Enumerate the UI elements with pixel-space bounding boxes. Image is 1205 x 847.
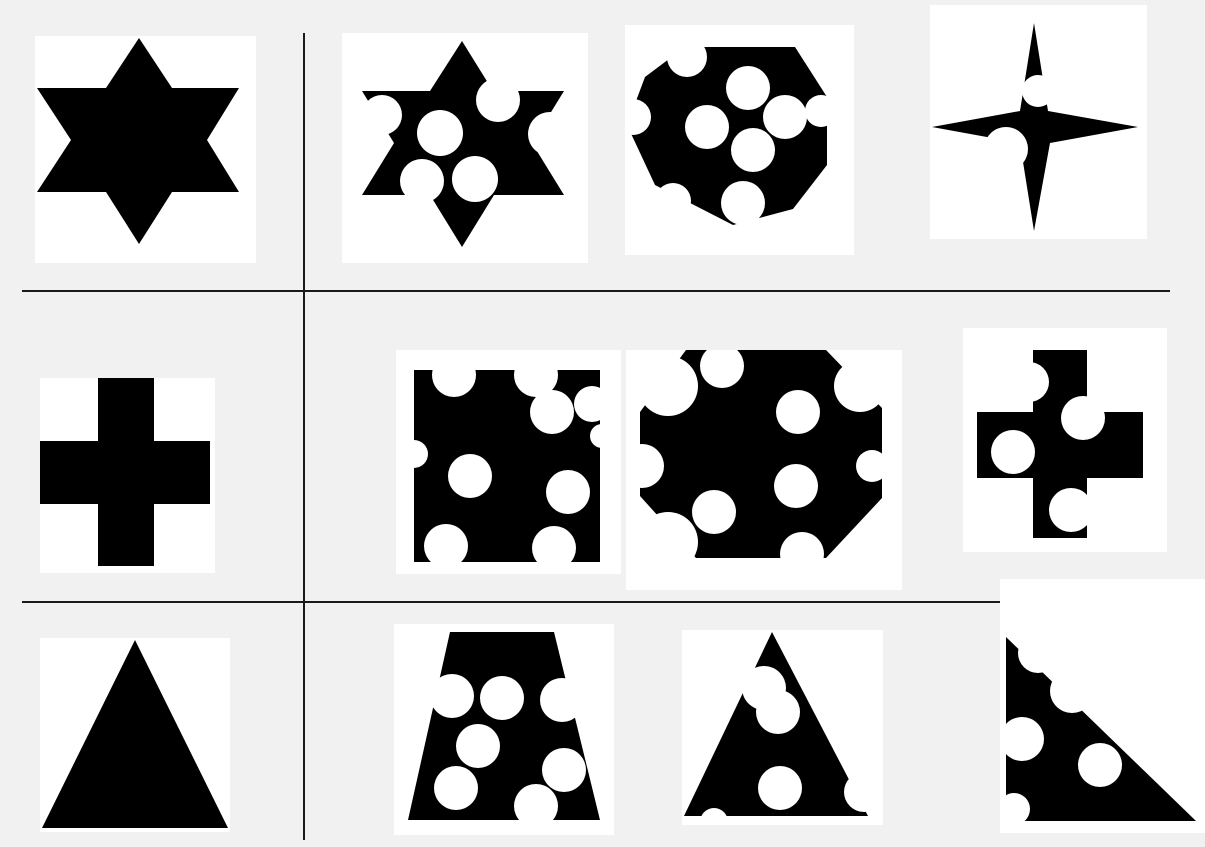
candidate-triangle-with-holes[interactable] bbox=[682, 630, 883, 825]
reference-plus-cross[interactable] bbox=[40, 378, 215, 573]
candidate-square-with-holes[interactable] bbox=[396, 350, 621, 574]
candidate-trapezoid-with-holes[interactable] bbox=[394, 624, 614, 835]
candidate-small-cross-with-holes[interactable] bbox=[963, 328, 1167, 552]
reference-triangle bbox=[40, 638, 230, 832]
candidate-four-point-star-with-holes[interactable] bbox=[930, 5, 1147, 239]
reference-six-point-star[interactable] bbox=[35, 36, 256, 263]
candidate-octagon-with-holes[interactable] bbox=[625, 25, 854, 255]
horizontal-divider-1 bbox=[22, 290, 1170, 292]
candidate-right-triangle-with-holes[interactable] bbox=[1000, 579, 1205, 833]
vertical-divider bbox=[303, 33, 305, 840]
candidate-large-octagon-with-holes[interactable] bbox=[626, 350, 902, 590]
candidate-star-with-holes[interactable] bbox=[342, 33, 588, 263]
